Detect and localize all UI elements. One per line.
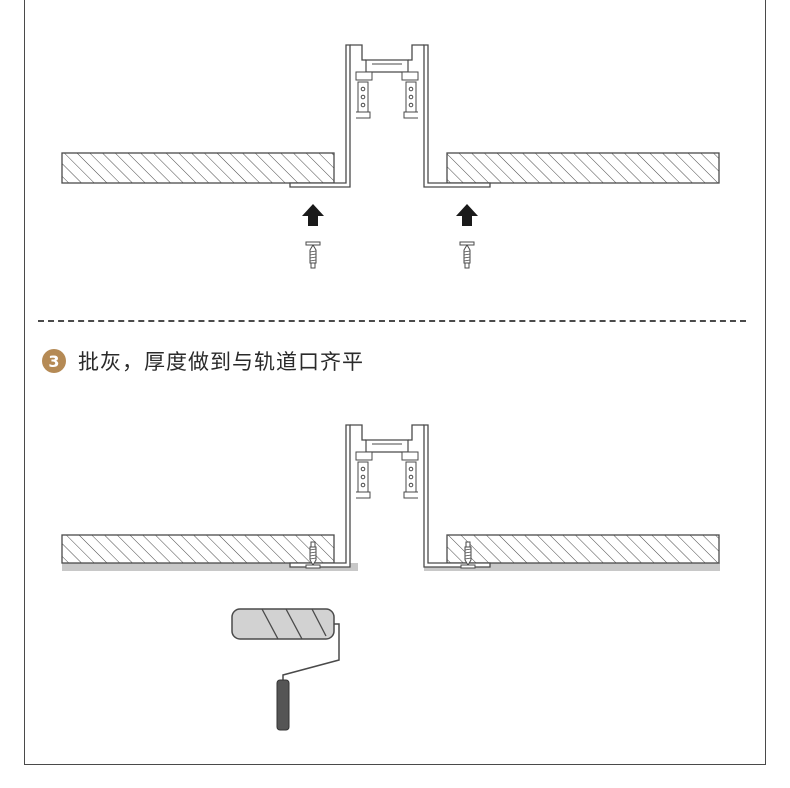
screw-icon bbox=[305, 241, 321, 269]
step-instruction: 批灰，厚度做到与轨道口齐平 bbox=[78, 350, 364, 374]
dashed-divider bbox=[38, 320, 746, 322]
bottom-assembly bbox=[61, 424, 720, 571]
panel-frame bbox=[24, 0, 766, 765]
top-assembly bbox=[61, 44, 720, 269]
screw-icon bbox=[459, 241, 475, 269]
ceiling-board-right bbox=[446, 152, 720, 184]
step-number-badge: 3 bbox=[42, 349, 66, 373]
putty-layer-left bbox=[62, 563, 358, 571]
ceiling-board-right bbox=[446, 534, 720, 564]
step-3-heading: 3 批灰，厚度做到与轨道口齐平 bbox=[42, 346, 364, 376]
putty-layer-right bbox=[424, 563, 720, 571]
up-arrow-icon bbox=[302, 204, 324, 226]
paint-roller-icon bbox=[231, 608, 340, 731]
ceiling-board-left bbox=[61, 152, 335, 184]
up-arrow-icon bbox=[456, 204, 478, 226]
ceiling-board-left bbox=[61, 534, 335, 564]
